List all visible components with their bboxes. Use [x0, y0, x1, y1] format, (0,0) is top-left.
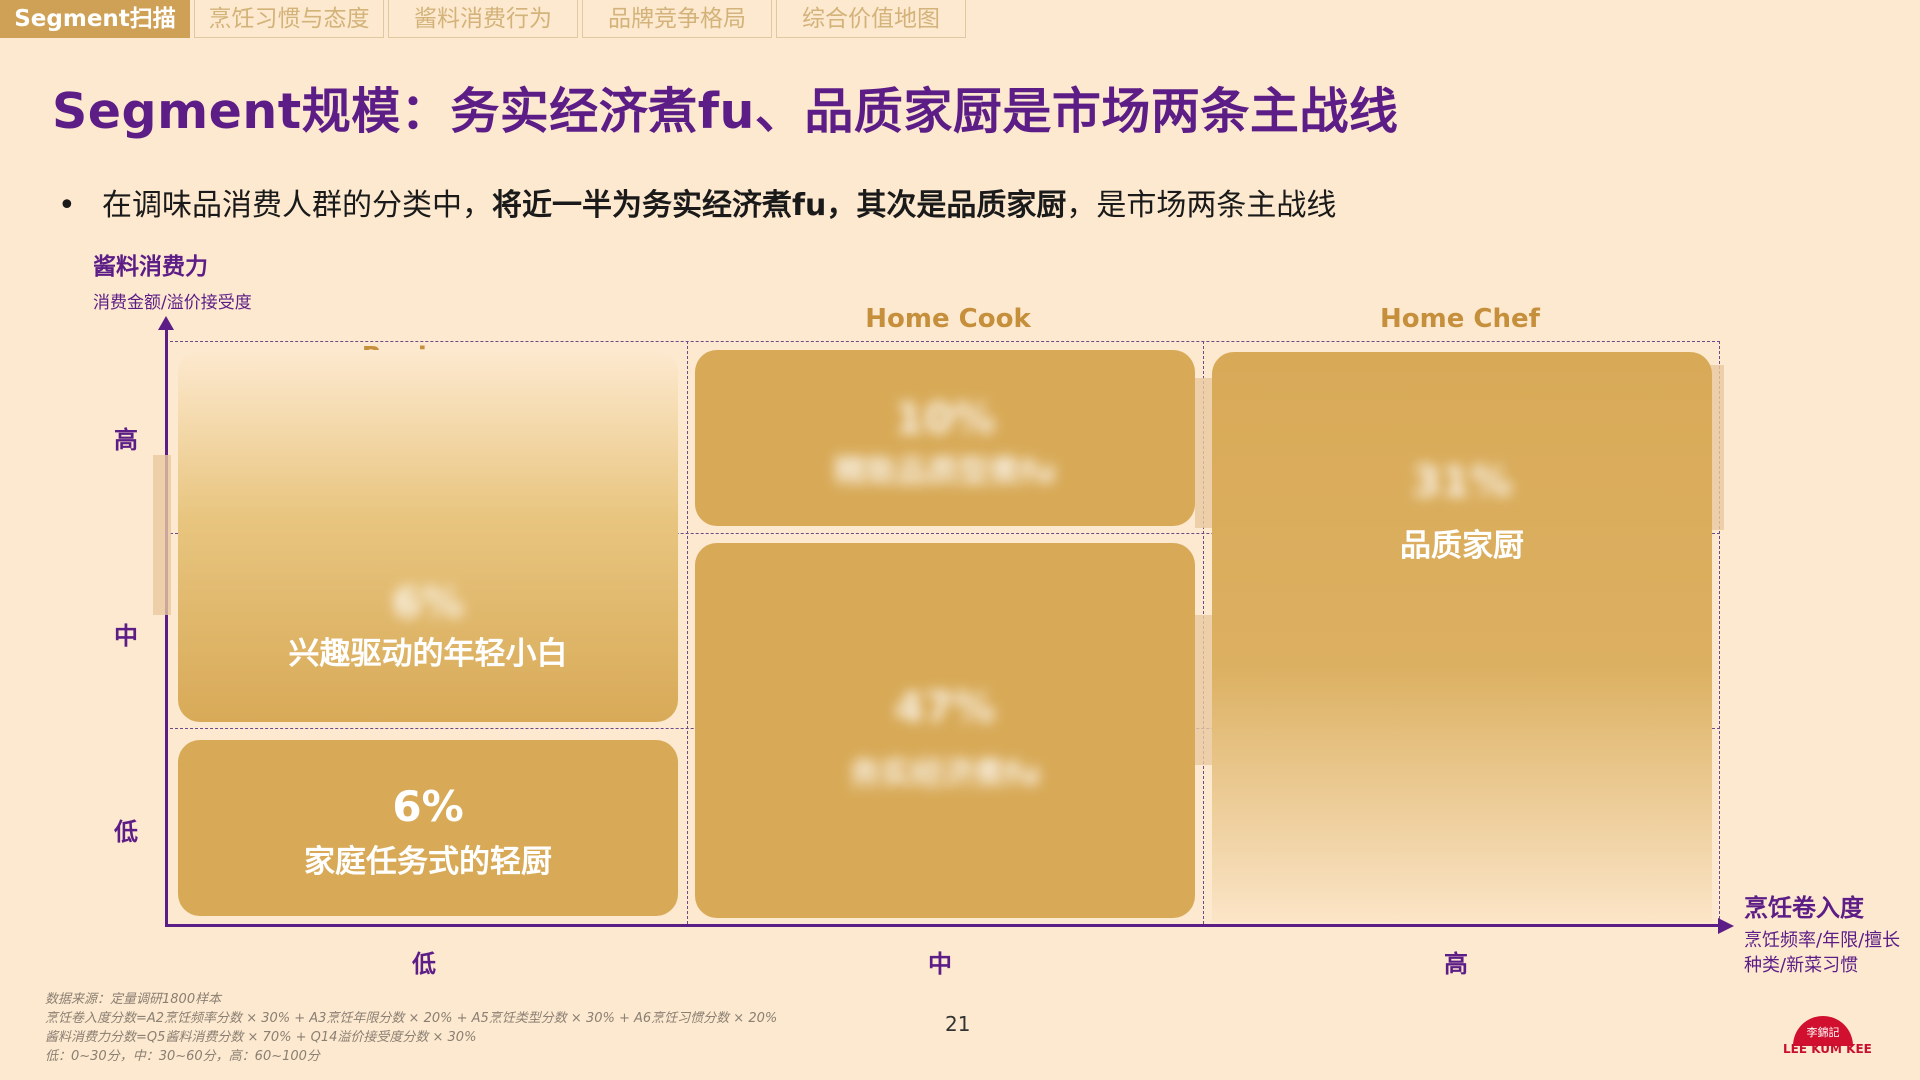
y-tick-mid: 中 — [114, 622, 138, 650]
grid-col-line-1 — [687, 341, 688, 924]
divider-accent-bar-1 — [1195, 378, 1213, 528]
x-tick-mid: 中 — [928, 950, 952, 978]
segment-homecook-low[interactable]: 47% 务实经济煮fu — [695, 543, 1195, 918]
tab-cooking-habits[interactable]: 烹饪习惯与态度 — [194, 0, 384, 38]
page-number: 21 — [945, 1012, 971, 1036]
segment-homechef-name: 品质家厨 — [1400, 528, 1524, 564]
x-axis-subtitle-line2: 种类/新菜习惯 — [1744, 955, 1859, 976]
segment-homecook-low-name: 务实经济煮fu — [849, 756, 1041, 792]
x-axis-title: 烹饪卷入度 — [1744, 894, 1864, 922]
tab-sauce-behavior[interactable]: 酱料消费行为 — [388, 0, 578, 38]
y-tick-high: 高 — [114, 426, 138, 454]
grid-col-line-3 — [1719, 341, 1720, 924]
divider-accent-bar-2 — [1195, 615, 1213, 765]
divider-accent-bar-3 — [1710, 365, 1724, 530]
column-header-home-chef: Home Chef — [1380, 304, 1540, 334]
grid-upper-line — [170, 533, 1720, 534]
brand-logo-icon: 李錦記 — [1793, 1016, 1853, 1046]
x-tick-high: 高 — [1444, 950, 1468, 978]
x-axis-arrow-icon — [1718, 918, 1734, 934]
bullet-bold: 将近一半为务实经济煮fu，其次是品质家厨 — [492, 188, 1067, 223]
tab-segment-scan[interactable]: Segment扫描 — [0, 0, 190, 38]
segment-homecook-high-pct: 10% — [894, 394, 996, 443]
footnote-line-3: 酱料消费力分数=Q5酱料消费分数 × 70% + Q14溢价接受度分数 × 30… — [45, 1030, 477, 1045]
x-axis-subtitle-line1: 烹饪频率/年限/擅长 — [1744, 930, 1901, 951]
y-axis-arrow-icon — [158, 316, 174, 330]
bullet-text: • 在调味品消费人群的分类中，将近一半为务实经济煮fu，其次是品质家厨，是市场两条… — [58, 180, 1336, 224]
column-header-home-cook: Home Cook — [865, 304, 1031, 334]
logo-brand-en: LEE KUM KEE — [1783, 1042, 1872, 1056]
segment-beginner-high-pct: 6% — [392, 578, 464, 627]
y-axis-title: 酱料消费力 — [93, 254, 208, 280]
tab-value-map[interactable]: 综合价值地图 — [776, 0, 966, 38]
segment-homecook-high-name: 精致品质型煮fu — [834, 454, 1056, 490]
segment-beginner-low-name: 家庭任务式的轻厨 — [304, 844, 552, 880]
footnote-line-2: 烹饪卷入度分数=A2烹饪频率分数 × 30% + A3烹饪年限分数 × 20% … — [45, 1011, 778, 1026]
footnote-line-1: 数据来源：定量调研1800样本 — [45, 992, 222, 1007]
tab-brand-competition[interactable]: 品牌竞争格局 — [582, 0, 772, 38]
logo-brand-cn: 李錦記 — [1807, 1025, 1840, 1039]
y-tick-low: 低 — [114, 818, 138, 846]
segment-homecook-low-pct: 47% — [894, 683, 996, 732]
x-axis-subtitle: 烹饪频率/年限/擅长 种类/新菜习惯 — [1744, 928, 1900, 978]
footnote: 数据来源：定量调研1800样本 烹饪卷入度分数=A2烹饪频率分数 × 30% +… — [45, 990, 777, 1066]
page-title: Segment规模：务实经济煮fu、品质家厨是市场两条主战线 — [52, 83, 1399, 140]
x-axis-line — [165, 924, 1720, 927]
segment-homechef[interactable]: 31% 品质家厨 — [1212, 352, 1712, 922]
y-axis-accent-bar — [153, 455, 171, 615]
segment-beginner-high[interactable]: 6% 兴趣驱动的年轻小白 — [178, 350, 678, 722]
y-axis-subtitle: 消费金额/溢价接受度 — [93, 293, 252, 313]
segment-beginner-low-pct: 6% — [392, 782, 464, 831]
tab-bar: Segment扫描 烹饪习惯与态度 酱料消费行为 品牌竞争格局 综合价值地图 — [0, 0, 970, 40]
footnote-line-4: 低：0~30分，中：30~60分，高：60~100分 — [45, 1049, 320, 1064]
bullet-dot: • — [58, 188, 76, 223]
segment-beginner-high-name: 兴趣驱动的年轻小白 — [288, 636, 568, 672]
x-tick-low: 低 — [412, 950, 436, 978]
bullet-suffix: ，是市场两条主战线 — [1066, 188, 1337, 223]
bullet-prefix: 在调味品消费人群的分类中， — [102, 188, 492, 223]
y-axis-line — [165, 326, 168, 926]
segment-homechef-pct: 31% — [1411, 457, 1513, 506]
segment-homecook-high[interactable]: 10% 精致品质型煮fu — [695, 350, 1195, 526]
grid-top-line — [170, 341, 1720, 342]
segment-beginner-low[interactable]: 6% 家庭任务式的轻厨 — [178, 740, 678, 916]
